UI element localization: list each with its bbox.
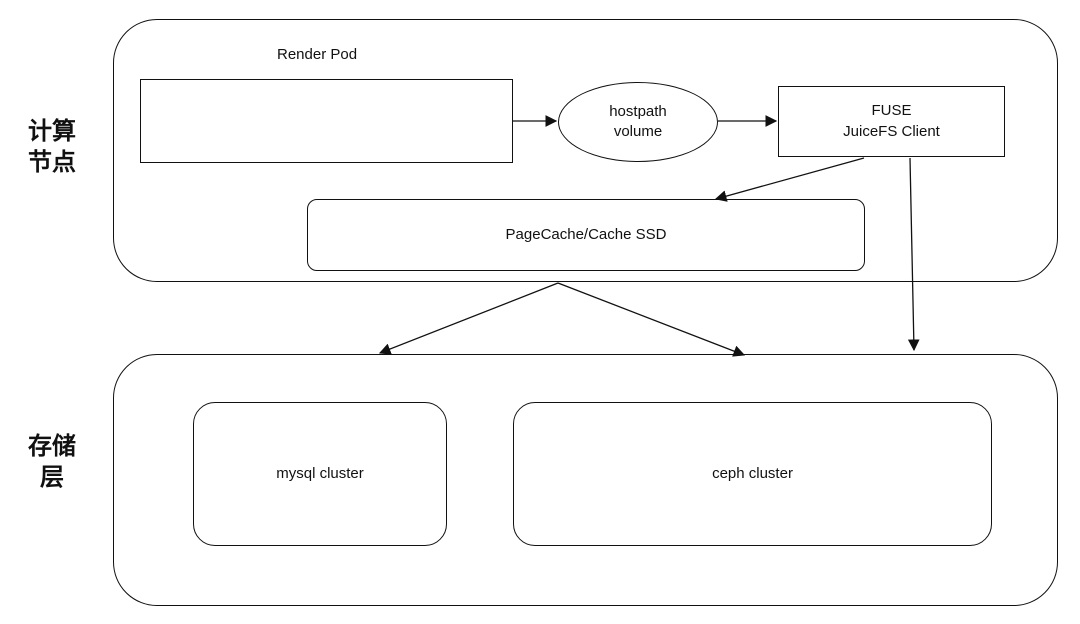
ceph-cluster-box: ceph cluster (513, 402, 992, 546)
hostpath-volume-node: hostpath volume (558, 82, 718, 162)
arrow-cache-to-mysql (378, 282, 559, 355)
ceph-cluster-label: ceph cluster (712, 464, 793, 482)
page-cache-label: PageCache/Cache SSD (505, 225, 667, 243)
page-cache-box: PageCache/Cache SSD (307, 199, 865, 271)
storage-layer-label: 存储 层 (22, 431, 82, 493)
compute-node-label-line1: 计算 (28, 117, 76, 145)
storage-layer-label-line1: 存储 (28, 432, 76, 460)
hostpath-volume-line1: hostpath (609, 102, 667, 120)
arrow-juicefs-to-cache (714, 157, 865, 202)
hostpath-volume-line2: volume (613, 123, 663, 140)
arrow-juicefs-to-storage (907, 157, 920, 352)
render-pod-box (140, 79, 513, 163)
juicefs-client-line1: FUSE (871, 102, 912, 120)
compute-node-label-line2: 节点 (28, 148, 76, 177)
juicefs-client-box: FUSE JuiceFS Client (778, 86, 1005, 157)
compute-node-label: 计算 节点 (22, 116, 82, 178)
storage-layer-label-line2: 层 (40, 463, 64, 492)
render-pod-label: Render Pod (277, 46, 358, 63)
juicefs-client-line2: JuiceFS Client (843, 122, 940, 140)
mysql-cluster-box: mysql cluster (193, 402, 447, 546)
mysql-cluster-label: mysql cluster (276, 464, 364, 482)
arrow-cache-to-ceph (557, 282, 746, 357)
